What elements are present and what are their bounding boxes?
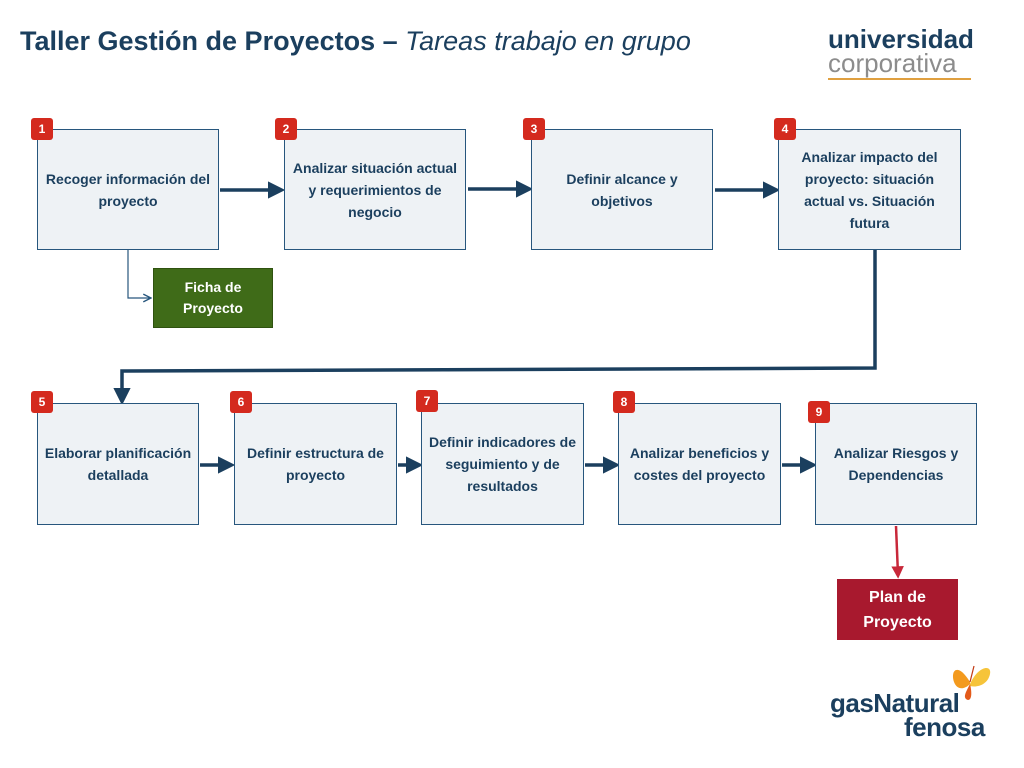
logo-universidad-line2: corporativa (828, 48, 957, 78)
step-box-8: Analizar beneficios y costes del proyect… (618, 403, 781, 525)
step-text-8: Analizar beneficios y costes del proyect… (629, 445, 770, 483)
step-text-2: Analizar situación actual y requerimient… (292, 159, 458, 220)
step-box-1: Recoger información del proyecto (37, 129, 219, 250)
logo-underline (828, 78, 971, 80)
step-box-5: Elaborar planificación detallada (37, 403, 199, 525)
arrow-9-to-plan (891, 525, 904, 579)
ficha-proyecto-box: Ficha de Proyecto (153, 268, 273, 328)
step-box-4: Analizar impacto del proyecto: situación… (778, 129, 961, 250)
butterfly-icon (952, 665, 991, 700)
step-text-6: Definir estructura de proyecto (247, 445, 384, 483)
logo-gas-line2: fenosa (904, 712, 985, 742)
step-text-1: Recoger información del proyecto (45, 170, 211, 209)
step-badge-4: 4 (774, 118, 796, 140)
step-badge-5: 5 (31, 391, 53, 413)
plan-proyecto-box: Plan de Proyecto (837, 579, 958, 640)
step-badge-2: 2 (275, 118, 297, 140)
step-badge-3: 3 (523, 118, 545, 140)
step-box-6: Definir estructura de proyecto (234, 403, 397, 525)
step-badge-1: 1 (31, 118, 53, 140)
step-badge-7: 7 (416, 390, 438, 412)
universidad-corporativa-logo: universidad corporativa (828, 26, 976, 80)
logo-universidad-line1: universidad (828, 24, 974, 54)
title-main: Taller Gestión de Proyectos – (20, 26, 406, 56)
page-title: Taller Gestión de Proyectos – Tareas tra… (20, 26, 691, 57)
step-text-9: Analizar Riesgos y Dependencias (833, 445, 959, 483)
logo-gas-line1: gasNatural (830, 688, 960, 718)
step-badge-9: 9 (808, 401, 830, 423)
step-box-7: Definir indicadores de seguimiento y de … (421, 403, 584, 525)
step-text-4: Analizar impacto del proyecto: situación… (801, 148, 938, 231)
step-box-2: Analizar situación actual y requerimient… (284, 129, 466, 250)
step-badge-6: 6 (230, 391, 252, 413)
arrow-1-to-ficha (127, 250, 150, 298)
step-badge-8: 8 (613, 391, 635, 413)
gas-natural-fenosa-logo: gasNatural fenosa (830, 660, 1000, 742)
arrow-4-to-5 (113, 250, 877, 406)
step-text-5: Elaborar planificación detallada (44, 445, 192, 483)
title-subtitle: Tareas trabajo en grupo (405, 26, 691, 56)
step-text-3: Definir alcance y objetivos (566, 170, 678, 209)
step-box-9: Analizar Riesgos y Dependencias (815, 403, 977, 525)
step-box-3: Definir alcance y objetivos (531, 129, 713, 250)
step-text-7: Definir indicadores de seguimiento y de … (428, 434, 577, 494)
